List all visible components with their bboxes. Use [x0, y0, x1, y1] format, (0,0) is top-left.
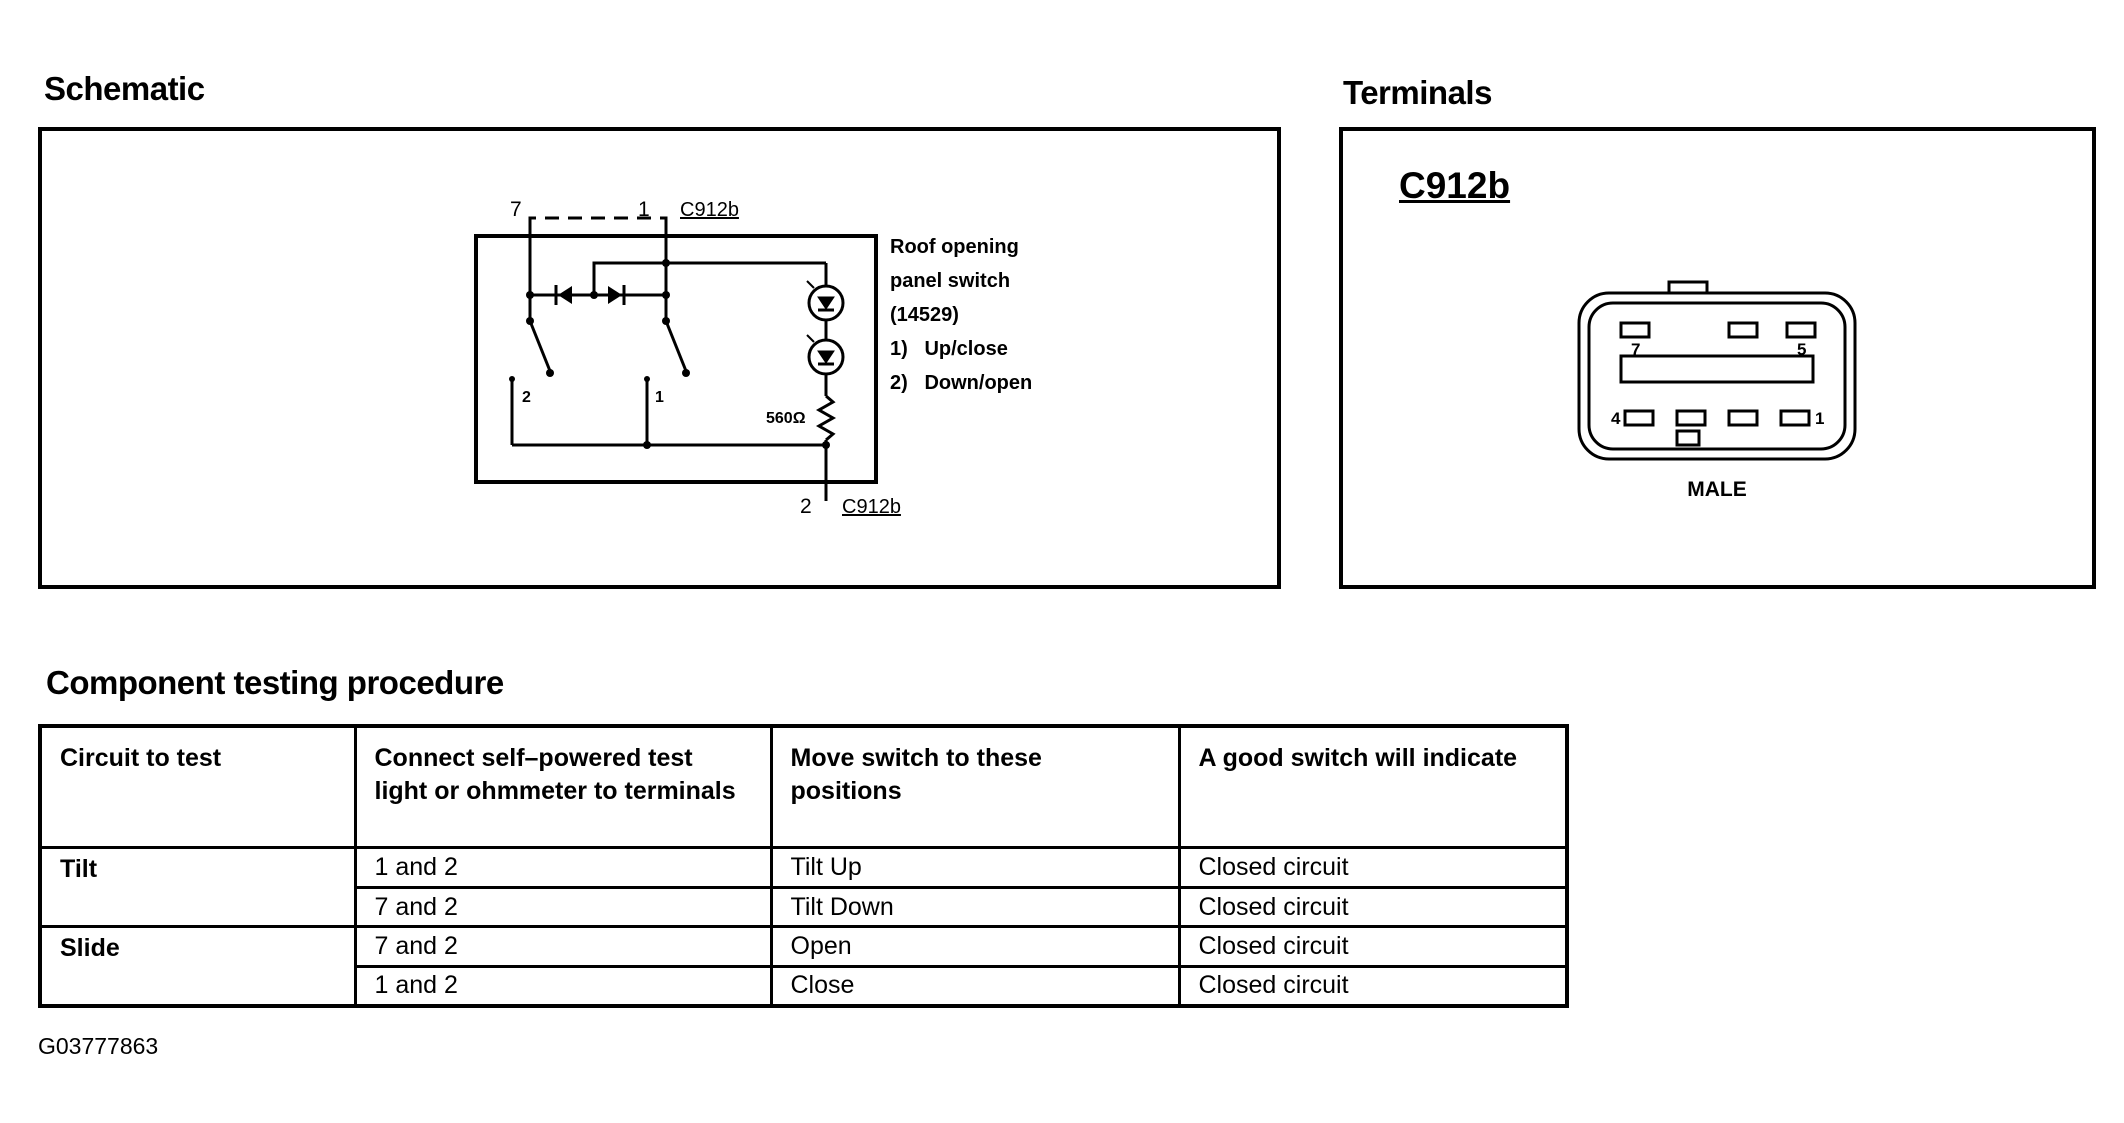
pin-2	[1727, 409, 1759, 427]
pin-7-number: 7	[1631, 340, 1640, 359]
pin-5	[1785, 321, 1817, 339]
switch-pos-2-label: 2	[522, 389, 531, 406]
pin-7	[1619, 321, 1651, 339]
procedure-title: Component testing procedure	[46, 664, 504, 701]
terminals-connector-label: C912b	[1399, 165, 1511, 206]
table-row: Slide 7 and 2 Open Closed circuit	[38, 925, 1569, 1008]
description-line-2: panel switch	[890, 270, 1010, 292]
header-result: A good switch will indicate	[1177, 724, 1569, 850]
mechanical-link	[528, 216, 668, 226]
connector-label-top: C912b	[680, 199, 739, 221]
switch-contact-right	[664, 320, 688, 372]
cell-terminals: 1 and 2	[353, 964, 773, 1008]
pin-5-number: 5	[1797, 340, 1806, 359]
switch-contact-left	[528, 320, 552, 372]
description-line-1: Roof opening	[890, 236, 1019, 258]
header-circuit: Circuit to test	[38, 724, 357, 850]
resistor-value-label: 560Ω	[766, 410, 806, 427]
connector-gender-label: MALE	[1687, 478, 1747, 501]
schematic-diagram: 7 1 C912b 2 1 560Ω 2 C912b Roof opening …	[474, 198, 1032, 518]
description-line-5: 2) Down/open	[890, 372, 1032, 394]
header-positions: Move switch to these positions	[769, 724, 1181, 850]
procedure-table: Circuit to test Connect self–powered tes…	[38, 724, 1569, 1008]
schematic-panel: 7 1 C912b 2 1 560Ω 2 C912b Roof opening …	[38, 127, 1281, 589]
junction-dots	[509, 259, 830, 449]
cell-terminals: 1 and 2	[353, 846, 773, 889]
switch-body	[474, 234, 878, 484]
key-slot	[1675, 429, 1701, 447]
switch-pos-1-label: 1	[655, 389, 664, 406]
circuit-slide: Slide	[38, 925, 357, 1008]
pin-4-number: 4	[1611, 409, 1621, 428]
cell-terminals: 7 and 2	[353, 885, 773, 929]
switch-description: Roof opening panel switch (14529) 1) Up/…	[890, 236, 1032, 394]
connector-face-diagram: 7 5 4 1 MALE	[1577, 280, 1857, 501]
schematic-title: Schematic	[44, 70, 205, 107]
pin-3	[1675, 409, 1707, 427]
pin-7-label: 7	[510, 198, 522, 221]
diode-left	[554, 285, 572, 305]
lamp-upper	[806, 280, 845, 322]
lamp-lower	[806, 334, 845, 376]
cell-result: Closed circuit	[1177, 885, 1569, 929]
header-terminals: Connect self–powered test light or ohmme…	[353, 724, 773, 850]
pin-4	[1623, 409, 1655, 427]
terminals-title: Terminals	[1343, 74, 1492, 111]
table-row: 7 and 2 Tilt Down Closed circuit	[40, 885, 1569, 929]
cell-position: Close	[769, 964, 1181, 1008]
description-line-4: 1) Up/close	[890, 338, 1008, 360]
cell-result: Closed circuit	[1177, 846, 1569, 889]
cell-position: Tilt Down	[769, 885, 1181, 929]
description-line-3: (14529)	[890, 304, 959, 326]
circuit-tilt: Tilt	[38, 846, 357, 929]
terminals-panel: C912b 7 5 4 1 MALE	[1339, 127, 2096, 589]
pin-2-label: 2	[800, 495, 812, 518]
cell-result: Closed circuit	[1177, 964, 1569, 1008]
table-row: 1 and 2 Close Closed circuit	[40, 964, 1569, 1008]
pin-1	[1779, 409, 1811, 427]
pin-1-number: 1	[1815, 409, 1824, 428]
connector-label-bottom: C912b	[842, 496, 901, 518]
diode-right	[608, 285, 626, 305]
table-row: Tilt 1 and 2 Tilt Up Closed circuit	[38, 846, 1569, 929]
center-rib	[1619, 354, 1815, 384]
resistor	[815, 394, 837, 442]
cell-terminals: 7 and 2	[353, 925, 773, 968]
cell-position: Open	[769, 925, 1181, 968]
cell-result: Closed circuit	[1177, 925, 1569, 968]
pin-1-label: 1	[638, 198, 650, 221]
cell-position: Tilt Up	[769, 846, 1181, 889]
figure-id: G03777863	[38, 1033, 159, 1059]
table-header-row: Circuit to test Connect self–powered tes…	[38, 724, 1569, 850]
pin-6	[1727, 321, 1759, 339]
